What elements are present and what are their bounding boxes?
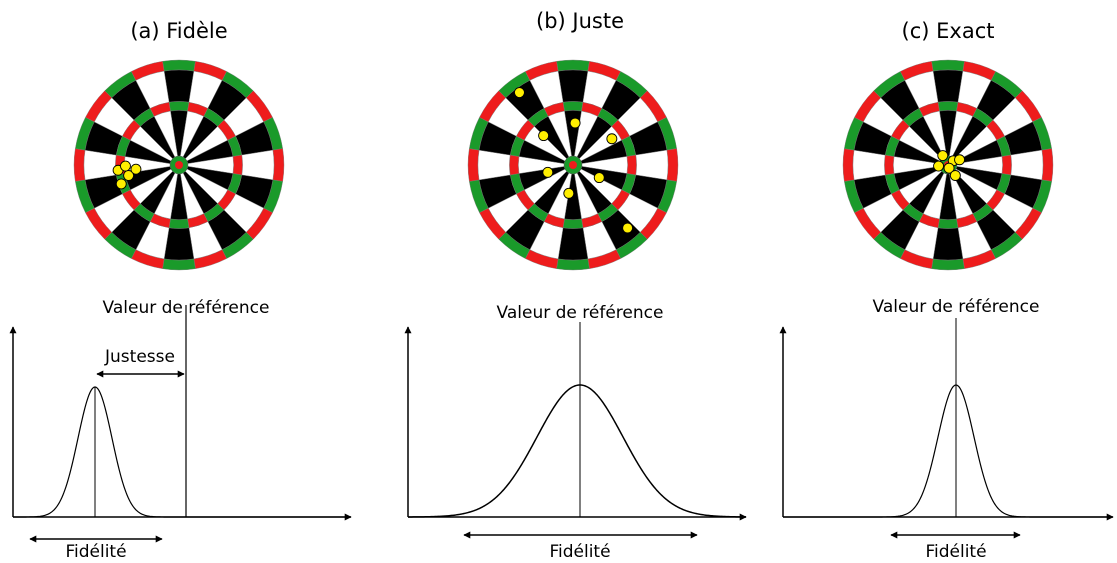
board-segment (933, 228, 963, 260)
dart-hit (950, 171, 960, 181)
distribution-plot-a: Valeur de référence Justesse Fidélité (13, 298, 351, 562)
board-segment (1002, 155, 1012, 175)
board-segment (242, 150, 274, 180)
board-segment (74, 149, 85, 182)
board-segment (509, 155, 519, 175)
dart-hit (607, 134, 617, 144)
panel-b-title: (b) Juste (536, 9, 624, 33)
dart-hit (623, 223, 633, 233)
reference-value-label: Valeur de référence (873, 297, 1040, 317)
board-segment (853, 150, 885, 180)
board-segment (558, 228, 588, 260)
precision-label: Fidélité (925, 542, 986, 562)
dart-hit (570, 118, 580, 128)
board-segment (233, 155, 243, 175)
distribution-plot-b: Valeur de référence Fidélité (408, 303, 746, 562)
board-segment (938, 101, 958, 111)
dart-hit (564, 188, 574, 198)
precision-label: Fidélité (65, 542, 126, 562)
board-segment (884, 155, 894, 175)
panel-a-title: (a) Fidèle (130, 19, 227, 43)
board-segment (558, 70, 588, 102)
board-segment (932, 60, 965, 71)
dart-hit (539, 131, 549, 141)
dart-hit (131, 164, 141, 174)
board-segment (667, 149, 678, 182)
board-segment (627, 155, 637, 175)
precision-label: Fidélité (549, 542, 610, 562)
board-segment (563, 219, 583, 229)
panel-b: (b) Juste Valeur de référence Fidélité (408, 9, 746, 562)
dart-hit (955, 155, 965, 165)
dart-hit (594, 173, 604, 183)
dart-hit (120, 161, 130, 171)
board-segment (557, 259, 590, 270)
bullseye (569, 161, 577, 169)
dartboard-c (843, 60, 1053, 270)
board-segment (163, 60, 196, 71)
gaussian-curve (13, 387, 351, 517)
reference-value-label: Valeur de référence (103, 298, 270, 318)
bullseye (175, 161, 183, 169)
distribution-plot-c: Valeur de référence Fidélité (783, 297, 1113, 562)
board-segment (273, 149, 284, 182)
board-segment (843, 149, 854, 182)
panel-a: (a) Fidèle Valeur de référence Justesse … (13, 19, 351, 562)
dart-hit (514, 88, 524, 98)
gaussian-curve (408, 385, 746, 517)
dartboard-b (468, 60, 678, 270)
board-segment (164, 70, 194, 102)
board-segment (938, 219, 958, 229)
board-segment (557, 60, 590, 71)
panel-c-title: (c) Exact (902, 19, 995, 43)
board-segment (932, 259, 965, 270)
dart-hit (116, 179, 126, 189)
board-segment (636, 150, 668, 180)
board-segment (478, 150, 510, 180)
gaussian-curve (783, 385, 1113, 517)
board-segment (1011, 150, 1043, 180)
dartboard-a (74, 60, 284, 270)
dart-hit (543, 167, 553, 177)
trueness-label: Justesse (104, 347, 175, 367)
dart-hit (934, 161, 944, 171)
board-segment (1042, 149, 1053, 182)
panel-c: (c) Exact Valeur de référence Fidélité (783, 19, 1113, 562)
board-segment (468, 149, 479, 182)
board-segment (163, 259, 196, 270)
board-segment (563, 101, 583, 111)
board-segment (169, 219, 189, 229)
board-segment (84, 150, 116, 180)
board-segment (164, 228, 194, 260)
board-segment (933, 70, 963, 102)
dart-hit (938, 151, 948, 161)
board-segment (169, 101, 189, 111)
reference-value-label: Valeur de référence (497, 303, 664, 323)
